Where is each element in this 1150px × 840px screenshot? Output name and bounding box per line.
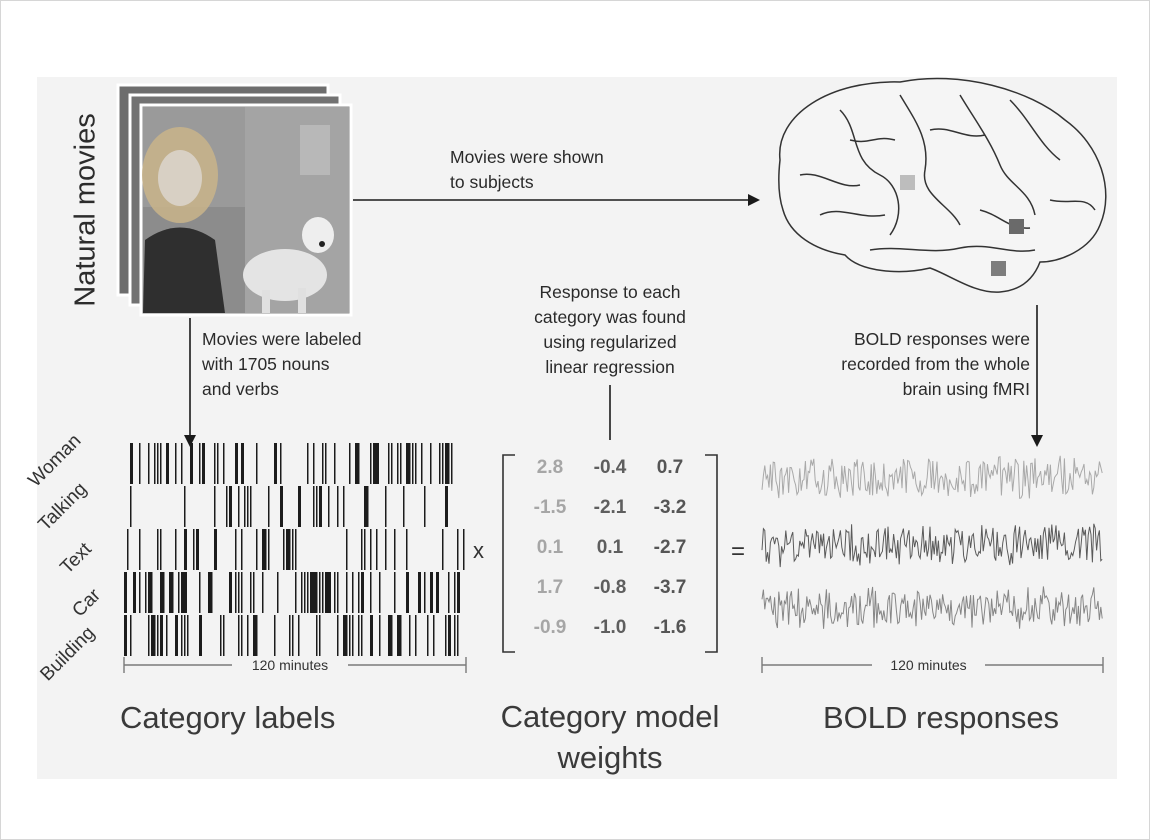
weight-cell: -0.9 [533, 617, 567, 638]
bold-trace [761, 586, 1103, 629]
bold-recorded-annotation: BOLD responses were recorded from the wh… [841, 329, 1030, 399]
weight-cell: -3.2 [653, 497, 687, 518]
weight-cell: -0.4 [593, 457, 627, 478]
brain-illustration [778, 77, 1107, 293]
regression-annotation: Response to each category was found usin… [534, 282, 686, 377]
bold-traces [761, 455, 1103, 629]
left-duration-label: 120 minutes [251, 657, 329, 673]
movies-shown-label: Movies were shown to subjects [450, 147, 604, 192]
bold-trace [761, 455, 1103, 499]
brain-voxel-marker [900, 175, 915, 190]
weight-cell: 1.7 [536, 577, 564, 598]
brain-voxel-marker [991, 261, 1006, 276]
weight-cell: 0.1 [596, 537, 624, 558]
right-duration-label: 120 minutes [890, 657, 967, 673]
weight-cell: -1.5 [533, 497, 567, 518]
category-weights-caption: Category model weights [500, 699, 720, 775]
category-labels-caption: Category labels [120, 700, 336, 735]
weight-cell: 0.7 [656, 457, 684, 478]
weight-cell: -3.7 [653, 577, 687, 598]
weight-cell: -1.6 [653, 617, 687, 638]
movie-frames-stack [116, 83, 353, 317]
left-duration-scale [123, 657, 467, 673]
bold-trace [761, 523, 1103, 568]
weight-cell: 2.8 [536, 457, 564, 478]
weight-cell: 0.1 [536, 537, 564, 558]
weight-cell: -2.7 [653, 537, 687, 558]
weight-cell: -1.0 [593, 617, 627, 638]
brain-voxel-marker [1009, 219, 1024, 234]
multiply-sign: x [473, 538, 484, 563]
right-duration-scale [761, 657, 1104, 673]
matrix-right-bracket [705, 454, 718, 653]
weight-matrix: 2.8 -0.4 0.7 -1.5 -2.1 -3.2 0.1 0.1 -2.7 1.7 -0.8 -… [515, 455, 705, 652]
movies-labeled-label: Movies were labeled with 1705 nouns and … [202, 329, 362, 399]
category-label-barcode [124, 443, 465, 656]
movie-still-image [139, 103, 353, 317]
equals-sign: = [731, 538, 746, 565]
weight-cell: -2.1 [593, 497, 627, 518]
matrix-left-bracket [502, 454, 515, 653]
bold-responses-caption: BOLD responses [823, 700, 1060, 735]
weight-cell: -0.8 [593, 577, 627, 598]
